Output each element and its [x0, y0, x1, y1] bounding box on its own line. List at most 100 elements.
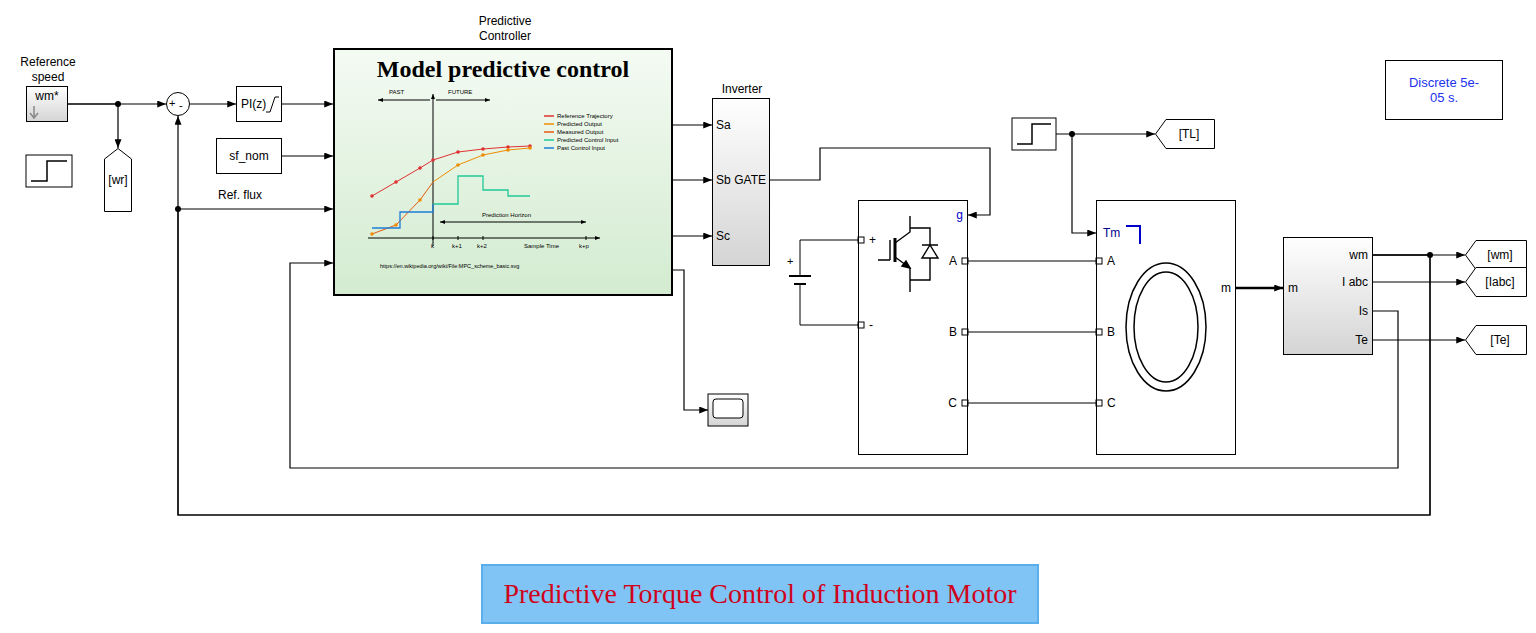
signal-line — [1373, 339, 1465, 340]
mpc-illustration — [372, 182, 433, 234]
block-heading: Inverter — [702, 82, 782, 97]
block-fill — [236, 86, 282, 122]
predictive-controller-block: Predictive ControllerModel predictive co… — [333, 48, 673, 296]
scope-block — [713, 399, 743, 418]
source-url: https://en.wikipedia.org/wiki/File:MPC_s… — [380, 262, 519, 270]
tag-outline — [1466, 241, 1527, 270]
legend-sample — [544, 123, 554, 125]
diagram-title: Predictive Torque Control of Induction M… — [503, 577, 1016, 611]
block-label: [Iabc] — [1485, 275, 1514, 290]
bus-line — [1236, 287, 1283, 290]
block-fill — [216, 138, 282, 174]
motor-symbol — [1134, 272, 1198, 382]
saturation-symbol — [266, 97, 279, 112]
dc-source — [789, 240, 858, 325]
tick-label: k+1 — [452, 242, 462, 250]
port-label: Te — [1355, 333, 1368, 348]
legend-text: Predicted Output — [557, 120, 602, 128]
step-block — [26, 118, 1056, 187]
port-label: GATE — [734, 173, 766, 188]
port-label: C — [1107, 396, 1116, 411]
powergui-block: Discrete 5e-05 s. — [1385, 60, 1503, 120]
terminal-sign: + — [787, 254, 793, 269]
block-fill — [1283, 237, 1373, 355]
connector-layer — [68, 104, 1465, 515]
tick-label: k — [431, 242, 434, 250]
tag-outline — [1466, 268, 1527, 297]
scope-block — [708, 394, 748, 426]
signal-line — [673, 235, 712, 236]
block-title: Model predictive control — [335, 55, 671, 83]
mpc-illustration — [433, 176, 530, 204]
igbt-symbol — [922, 245, 938, 258]
step-block — [31, 161, 67, 181]
legend-text: Predicted Control Input — [557, 136, 618, 144]
block-label: [Te] — [1490, 333, 1509, 348]
port-label: I abc — [1342, 275, 1368, 290]
step-block — [1012, 118, 1056, 150]
block-fill — [26, 48, 1503, 455]
axis-label: PAST — [389, 88, 404, 96]
igbt-symbol — [878, 240, 890, 260]
mpc-illustration — [433, 148, 530, 182]
port-label: m — [1288, 281, 1298, 296]
tick-label: k+2 — [477, 242, 487, 250]
step-block — [1017, 124, 1051, 144]
block-label: [wr] — [108, 173, 127, 188]
saturation-symbol — [266, 97, 279, 112]
goto-tag: [TL] — [1155, 119, 1215, 149]
port-label: Sc — [716, 229, 730, 244]
motor-symbol — [1126, 226, 1206, 391]
port-label: Sa — [716, 118, 731, 133]
constant-icon — [30, 106, 38, 118]
block-fill — [333, 48, 673, 296]
igbt-symbol — [902, 261, 910, 268]
mpc-illustration — [368, 238, 600, 239]
port-label: Tm — [1103, 226, 1120, 241]
signal-line — [178, 209, 1430, 515]
sum-circle — [167, 93, 190, 116]
block-fill — [858, 200, 968, 455]
igbt-symbol — [895, 216, 910, 243]
port-square — [858, 237, 1102, 406]
legend-sample — [544, 139, 554, 141]
block-label: PI(z) — [241, 97, 266, 112]
inverter-block: InverterSaSbScGATE — [712, 98, 770, 266]
block-heading: Predictive Controller — [455, 14, 555, 44]
signal-line — [673, 179, 712, 180]
scope-block — [708, 394, 748, 426]
sign-label: + — [169, 96, 175, 111]
signal-line — [290, 263, 1398, 468]
constant-block: sf_nom — [216, 138, 282, 174]
tag-outline — [105, 149, 132, 212]
legend-sample — [544, 131, 554, 133]
signal-name: Ref. flux — [218, 188, 262, 203]
branch-point — [1069, 131, 1075, 137]
igbt-symbol — [910, 228, 938, 280]
tick-label: k+p — [579, 242, 589, 250]
port-label: B — [1107, 325, 1115, 340]
port-label: Is — [1359, 304, 1368, 319]
induction-machine-block: TmA B Cm — [1096, 200, 1236, 455]
signal-line — [673, 124, 712, 125]
sum-block: +- — [166, 92, 190, 116]
port-label: A — [1107, 254, 1115, 269]
title-band: Predictive Torque Control of Induction M… — [481, 564, 1039, 624]
mpc-illustration — [378, 100, 430, 101]
motor-symbol — [1126, 226, 1140, 244]
signal-line — [1373, 254, 1465, 255]
port-label: g — [956, 208, 963, 223]
block-label: Discrete 5e-05 s. — [1408, 75, 1480, 105]
motor-symbol — [1126, 263, 1206, 391]
signal-line — [282, 155, 333, 156]
tag-outline — [1156, 120, 1215, 149]
legend-text: Past Control Input — [557, 144, 605, 152]
step-block — [26, 155, 72, 187]
power-connection — [968, 260, 1096, 261]
power-connection — [968, 331, 1096, 332]
port-label: m — [1221, 281, 1231, 296]
goto-tag: [Te] — [1465, 325, 1527, 355]
sign-label: - — [179, 98, 183, 113]
